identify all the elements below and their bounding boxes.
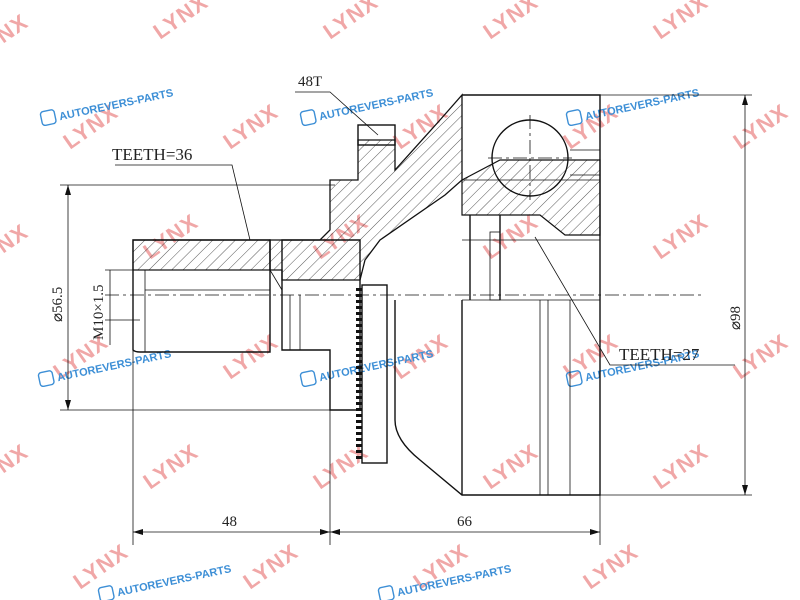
lynx-watermark: LYNX <box>219 329 283 384</box>
abs-tooth <box>356 360 362 363</box>
label-thread-m10: M10×1.5 <box>91 284 107 340</box>
label-length-48: 48 <box>222 514 237 530</box>
abs-ring-section <box>357 124 396 146</box>
abs-tooth <box>356 408 362 411</box>
lynx-watermark: LYNX <box>649 439 713 494</box>
abs-tooth <box>356 414 362 417</box>
abs-tooth <box>356 426 362 429</box>
svg-text:AUTOREVERS-PARTS: AUTOREVERS-PARTS <box>116 563 232 599</box>
abs-tooth <box>356 396 362 399</box>
outer-bell <box>394 300 601 496</box>
lynx-watermark: LYNX <box>479 0 543 44</box>
lynx-watermark: LYNX <box>0 439 33 494</box>
leader-teeth-36 <box>115 164 251 241</box>
label-dia-56-5: ⌀56.5 <box>50 287 66 322</box>
spline-shaft-section <box>132 239 271 271</box>
lynx-watermark: LYNX <box>729 99 793 154</box>
lynx-watermark: LYNX <box>729 329 793 384</box>
abs-tooth <box>356 342 362 345</box>
abs-tooth <box>356 384 362 387</box>
lynx-watermark: LYNX <box>479 439 543 494</box>
lynx-watermark: LYNX <box>479 209 543 264</box>
abs-tooth <box>356 438 362 441</box>
abs-tooth <box>356 288 362 291</box>
abs-tooth <box>356 318 362 321</box>
abs-tooth <box>356 354 362 357</box>
abs-tooth <box>356 330 362 333</box>
label-abs-48t: 48T <box>298 74 322 90</box>
label-teeth-36: TEETH=36 <box>112 145 192 164</box>
abs-tooth <box>356 324 362 327</box>
leader-teeth-27 <box>534 236 735 366</box>
abs-tooth <box>356 348 362 351</box>
shaft-drawing <box>105 93 705 496</box>
lynx-watermark: LYNX <box>0 219 33 274</box>
lynx-watermark: LYNX <box>219 99 283 154</box>
abs-tooth <box>356 390 362 393</box>
abs-ring <box>356 288 362 459</box>
abs-tooth <box>356 420 362 423</box>
lynx-watermark: LYNX <box>309 439 373 494</box>
lynx-watermark: LYNX <box>649 0 713 44</box>
abs-tooth <box>356 306 362 309</box>
abs-tooth <box>356 432 362 435</box>
inner-race-section <box>461 159 601 236</box>
lynx-watermark: LYNX <box>239 539 303 594</box>
abs-tooth <box>356 294 362 297</box>
abs-tooth <box>356 378 362 381</box>
abs-tooth <box>356 336 362 339</box>
lynx-watermark: LYNX <box>649 209 713 264</box>
lynx-watermark: LYNX <box>0 9 33 64</box>
abs-tooth <box>356 444 362 447</box>
label-teeth-27: TEETH=27 <box>619 345 700 364</box>
abs-ring-body <box>361 284 388 464</box>
abs-tooth <box>356 312 362 315</box>
abs-tooth <box>356 402 362 405</box>
lynx-watermark: LYNX <box>139 439 203 494</box>
abs-tooth <box>356 450 362 453</box>
label-dia-98: ⌀98 <box>728 306 744 330</box>
abs-tooth <box>356 372 362 375</box>
leader-48t <box>295 91 379 136</box>
abs-tooth <box>356 456 362 459</box>
dimensions <box>60 91 752 545</box>
lynx-watermark: LYNX <box>319 0 383 44</box>
lynx-watermark: LYNX <box>149 0 213 44</box>
abs-tooth <box>356 300 362 303</box>
autorevers-watermark: AUTOREVERS-PARTS <box>565 87 700 127</box>
lynx-watermark: LYNX <box>579 539 643 594</box>
abs-tooth <box>356 366 362 369</box>
label-length-66: 66 <box>457 514 473 530</box>
